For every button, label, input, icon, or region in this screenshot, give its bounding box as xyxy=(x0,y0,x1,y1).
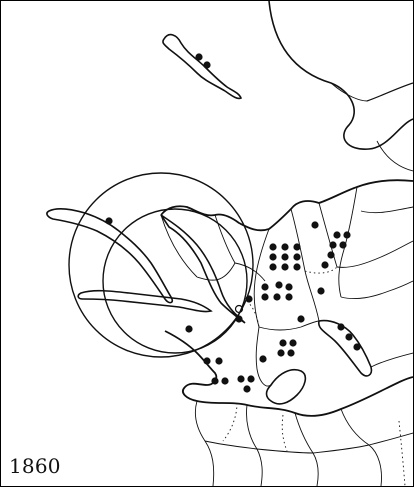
dot xyxy=(321,261,329,269)
dot xyxy=(237,375,245,383)
dot xyxy=(243,385,251,393)
dot xyxy=(269,253,277,261)
dot xyxy=(337,323,345,331)
coastline-south xyxy=(164,330,413,417)
dot xyxy=(327,251,335,259)
dot xyxy=(345,333,353,341)
coastline-east-inlet xyxy=(366,82,413,102)
dot xyxy=(285,293,293,301)
dot xyxy=(287,349,295,357)
dot xyxy=(281,263,289,271)
western-arm-south xyxy=(77,289,213,313)
distribution-dots xyxy=(105,53,361,393)
dot xyxy=(235,315,243,323)
dot xyxy=(353,343,361,351)
dot xyxy=(293,263,301,271)
dot xyxy=(317,287,325,295)
dot xyxy=(269,263,277,271)
dot xyxy=(185,325,193,333)
dot xyxy=(221,377,229,385)
dot xyxy=(245,295,253,303)
dot xyxy=(339,241,347,249)
coastline-north-east xyxy=(268,1,413,150)
dot xyxy=(259,355,267,363)
dot xyxy=(269,243,277,251)
dot xyxy=(293,253,301,261)
dot xyxy=(279,339,287,347)
site-open-circle xyxy=(234,304,244,314)
reference-circle-outer xyxy=(68,172,254,358)
dot xyxy=(261,283,269,291)
dotted-boundaries xyxy=(222,266,406,486)
dot xyxy=(277,349,285,357)
dot xyxy=(289,339,297,347)
dot xyxy=(105,217,113,225)
southern-inlet xyxy=(265,369,307,405)
dot xyxy=(311,221,319,229)
dot xyxy=(333,231,341,239)
dot xyxy=(203,357,211,365)
year-label: 1860 xyxy=(9,454,61,478)
dot xyxy=(215,357,223,365)
reference-circle-inner xyxy=(102,208,248,354)
dot xyxy=(297,315,305,323)
dot xyxy=(247,375,255,383)
dot xyxy=(195,53,203,61)
dot xyxy=(275,281,283,289)
dot xyxy=(329,241,337,249)
dot xyxy=(281,253,289,261)
western-arm-north xyxy=(46,208,174,304)
dot xyxy=(261,293,269,301)
dot xyxy=(285,283,293,291)
dot xyxy=(203,61,211,69)
bay-spit xyxy=(160,214,246,324)
dot xyxy=(293,243,301,251)
coastline-north xyxy=(160,179,413,232)
dot xyxy=(281,243,289,251)
district-boundaries xyxy=(160,82,413,486)
island-north xyxy=(162,33,243,100)
dot xyxy=(273,293,281,301)
dot xyxy=(211,377,219,385)
eastern-inlet xyxy=(317,319,373,377)
dot xyxy=(343,231,351,239)
